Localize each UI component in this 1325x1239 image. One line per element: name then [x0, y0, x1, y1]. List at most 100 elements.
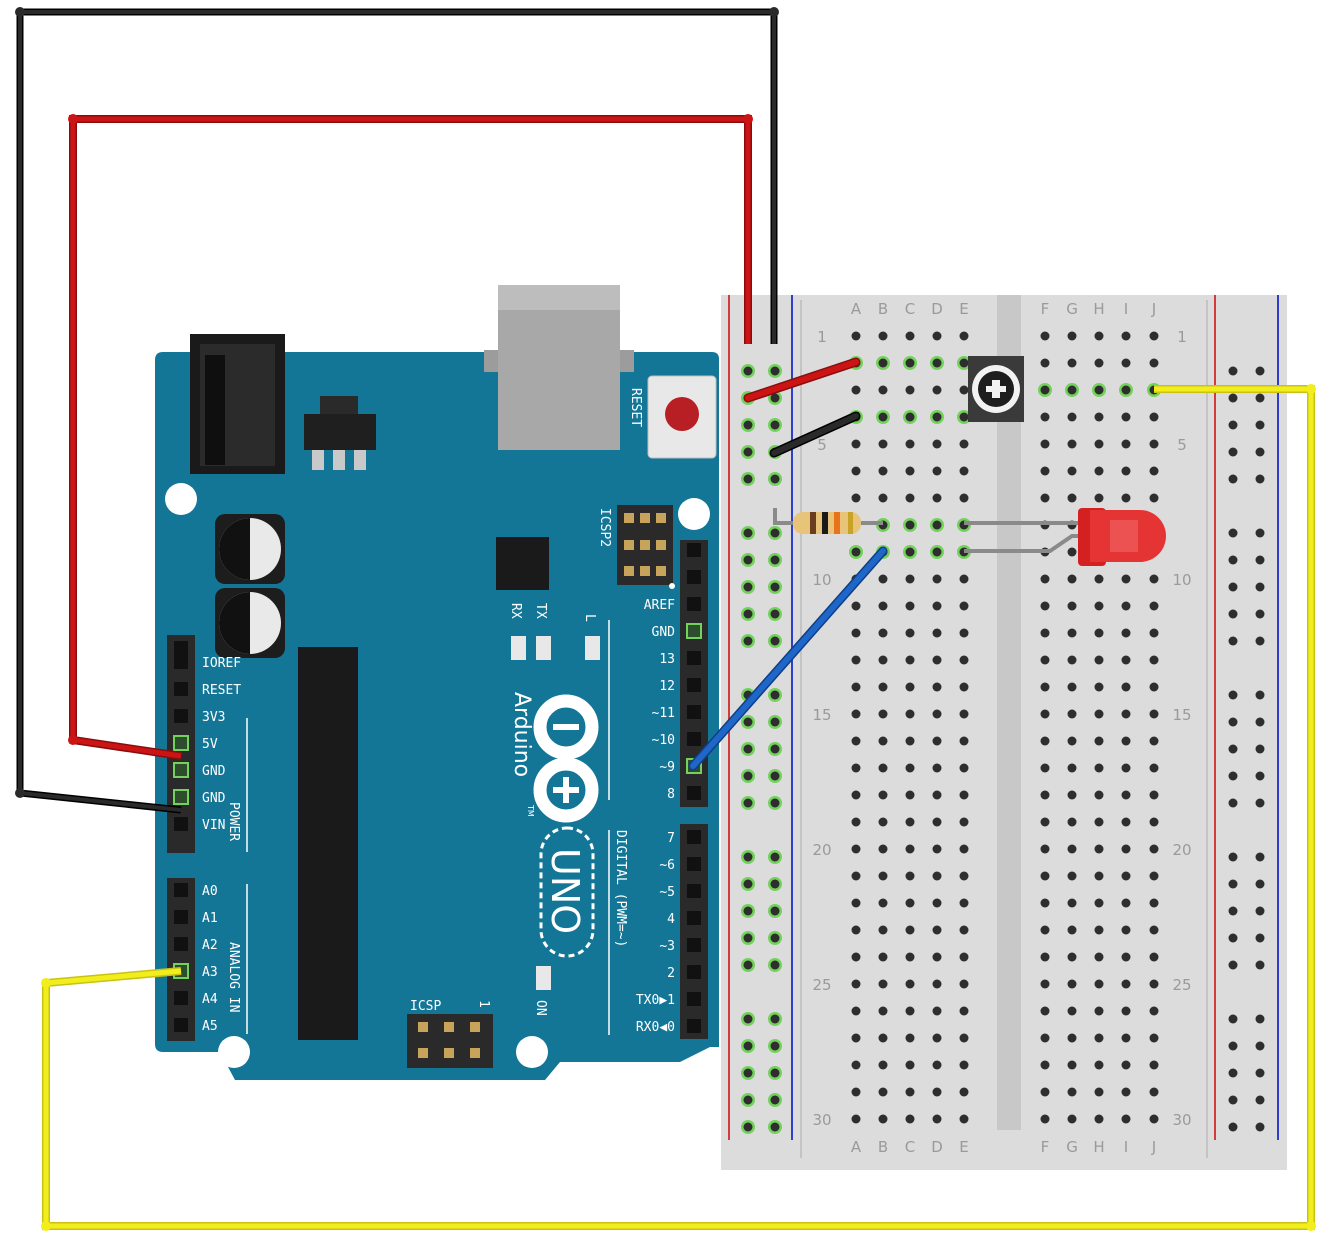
breadboard-hole[interactable] — [1121, 844, 1131, 854]
breadboard-hole[interactable] — [1040, 763, 1050, 773]
breadboard-hole[interactable] — [878, 736, 888, 746]
breadboard-hole[interactable] — [1040, 439, 1050, 449]
breadboard-hole[interactable] — [851, 709, 861, 719]
breadboard-hole[interactable] — [1094, 1087, 1104, 1097]
breadboard-hole[interactable] — [959, 1087, 969, 1097]
breadboard-hole[interactable] — [1094, 655, 1104, 665]
breadboard-hole[interactable] — [743, 609, 753, 619]
breadboard-hole[interactable] — [878, 412, 888, 422]
breadboard-hole[interactable] — [1040, 925, 1050, 935]
breadboard-hole[interactable] — [959, 1060, 969, 1070]
breadboard-hole[interactable] — [1255, 933, 1265, 943]
breadboard-hole[interactable] — [1149, 493, 1159, 503]
breadboard-hole[interactable] — [1094, 898, 1104, 908]
breadboard-hole[interactable] — [905, 412, 915, 422]
breadboard-hole[interactable] — [959, 439, 969, 449]
breadboard-hole[interactable] — [905, 979, 915, 989]
breadboard-hole[interactable] — [1228, 447, 1238, 457]
breadboard-hole[interactable] — [1040, 1114, 1050, 1124]
breadboard-hole[interactable] — [1040, 898, 1050, 908]
breadboard-hole[interactable] — [1228, 528, 1238, 538]
breadboard-hole[interactable] — [1040, 493, 1050, 503]
breadboard-hole[interactable] — [1228, 582, 1238, 592]
breadboard-hole[interactable] — [851, 898, 861, 908]
breadboard-hole[interactable] — [851, 952, 861, 962]
breadboard-hole[interactable] — [1149, 331, 1159, 341]
header-pin[interactable] — [174, 991, 188, 1005]
breadboard-hole[interactable] — [905, 1060, 915, 1070]
breadboard-hole[interactable] — [959, 682, 969, 692]
breadboard-hole[interactable] — [905, 898, 915, 908]
header-pin[interactable] — [687, 543, 701, 557]
breadboard-hole[interactable] — [1067, 1060, 1077, 1070]
breadboard-hole[interactable] — [1121, 817, 1131, 827]
breadboard-hole[interactable] — [743, 1122, 753, 1132]
breadboard-hole[interactable] — [1149, 358, 1159, 368]
breadboard-hole[interactable] — [1094, 1060, 1104, 1070]
breadboard-hole[interactable] — [1094, 763, 1104, 773]
potentiometer[interactable] — [968, 356, 1024, 422]
breadboard-hole[interactable] — [1094, 412, 1104, 422]
breadboard-hole[interactable] — [1255, 582, 1265, 592]
breadboard-hole[interactable] — [959, 709, 969, 719]
header-pin[interactable] — [687, 857, 701, 871]
header-pin[interactable] — [687, 786, 701, 800]
breadboard-hole[interactable] — [1228, 690, 1238, 700]
breadboard-hole[interactable] — [878, 385, 888, 395]
breadboard-hole[interactable] — [959, 466, 969, 476]
breadboard-hole[interactable] — [851, 628, 861, 638]
breadboard-hole[interactable] — [905, 925, 915, 935]
breadboard-hole[interactable] — [932, 1060, 942, 1070]
breadboard-hole[interactable] — [1121, 790, 1131, 800]
breadboard-hole[interactable] — [743, 933, 753, 943]
breadboard-hole[interactable] — [743, 366, 753, 376]
breadboard-hole[interactable] — [743, 582, 753, 592]
breadboard-hole[interactable] — [851, 493, 861, 503]
breadboard-hole[interactable] — [959, 601, 969, 611]
breadboard-hole[interactable] — [878, 925, 888, 935]
breadboard-hole[interactable] — [851, 655, 861, 665]
breadboard-hole[interactable] — [932, 763, 942, 773]
breadboard-hole[interactable] — [1121, 898, 1131, 908]
breadboard-hole[interactable] — [905, 1006, 915, 1016]
breadboard-hole[interactable] — [905, 547, 915, 557]
breadboard-hole[interactable] — [1094, 1033, 1104, 1043]
breadboard-hole[interactable] — [1228, 879, 1238, 889]
header-pin[interactable] — [174, 883, 188, 897]
breadboard-hole[interactable] — [770, 528, 780, 538]
breadboard-hole[interactable] — [905, 331, 915, 341]
breadboard-hole[interactable] — [1255, 771, 1265, 781]
breadboard-hole[interactable] — [1067, 439, 1077, 449]
breadboard-hole[interactable] — [1067, 1087, 1077, 1097]
breadboard-hole[interactable] — [1094, 844, 1104, 854]
breadboard-hole[interactable] — [1094, 925, 1104, 935]
breadboard-hole[interactable] — [1040, 817, 1050, 827]
breadboard-hole[interactable] — [878, 493, 888, 503]
breadboard-hole[interactable] — [1040, 871, 1050, 881]
breadboard-hole[interactable] — [1255, 744, 1265, 754]
breadboard-hole[interactable] — [1149, 1006, 1159, 1016]
breadboard-hole[interactable] — [959, 925, 969, 935]
breadboard-hole[interactable] — [1040, 412, 1050, 422]
breadboard-hole[interactable] — [770, 744, 780, 754]
breadboard-hole[interactable] — [1228, 366, 1238, 376]
breadboard-hole[interactable] — [1067, 763, 1077, 773]
breadboard-hole[interactable] — [851, 1087, 861, 1097]
breadboard-hole[interactable] — [1228, 798, 1238, 808]
breadboard-hole[interactable] — [770, 852, 780, 862]
breadboard-hole[interactable] — [851, 763, 861, 773]
breadboard-hole[interactable] — [1149, 844, 1159, 854]
breadboard-hole[interactable] — [1040, 790, 1050, 800]
breadboard-hole[interactable] — [959, 385, 969, 395]
breadboard-hole[interactable] — [1067, 574, 1077, 584]
breadboard-hole[interactable] — [1121, 466, 1131, 476]
breadboard-hole[interactable] — [959, 1033, 969, 1043]
breadboard-hole[interactable] — [1255, 474, 1265, 484]
breadboard-hole[interactable] — [1121, 1060, 1131, 1070]
header-pin[interactable] — [686, 623, 702, 639]
header-pin[interactable] — [174, 709, 188, 723]
breadboard-hole[interactable] — [1067, 952, 1077, 962]
breadboard-hole[interactable] — [1040, 709, 1050, 719]
breadboard-hole[interactable] — [1149, 736, 1159, 746]
breadboard-hole[interactable] — [1149, 763, 1159, 773]
